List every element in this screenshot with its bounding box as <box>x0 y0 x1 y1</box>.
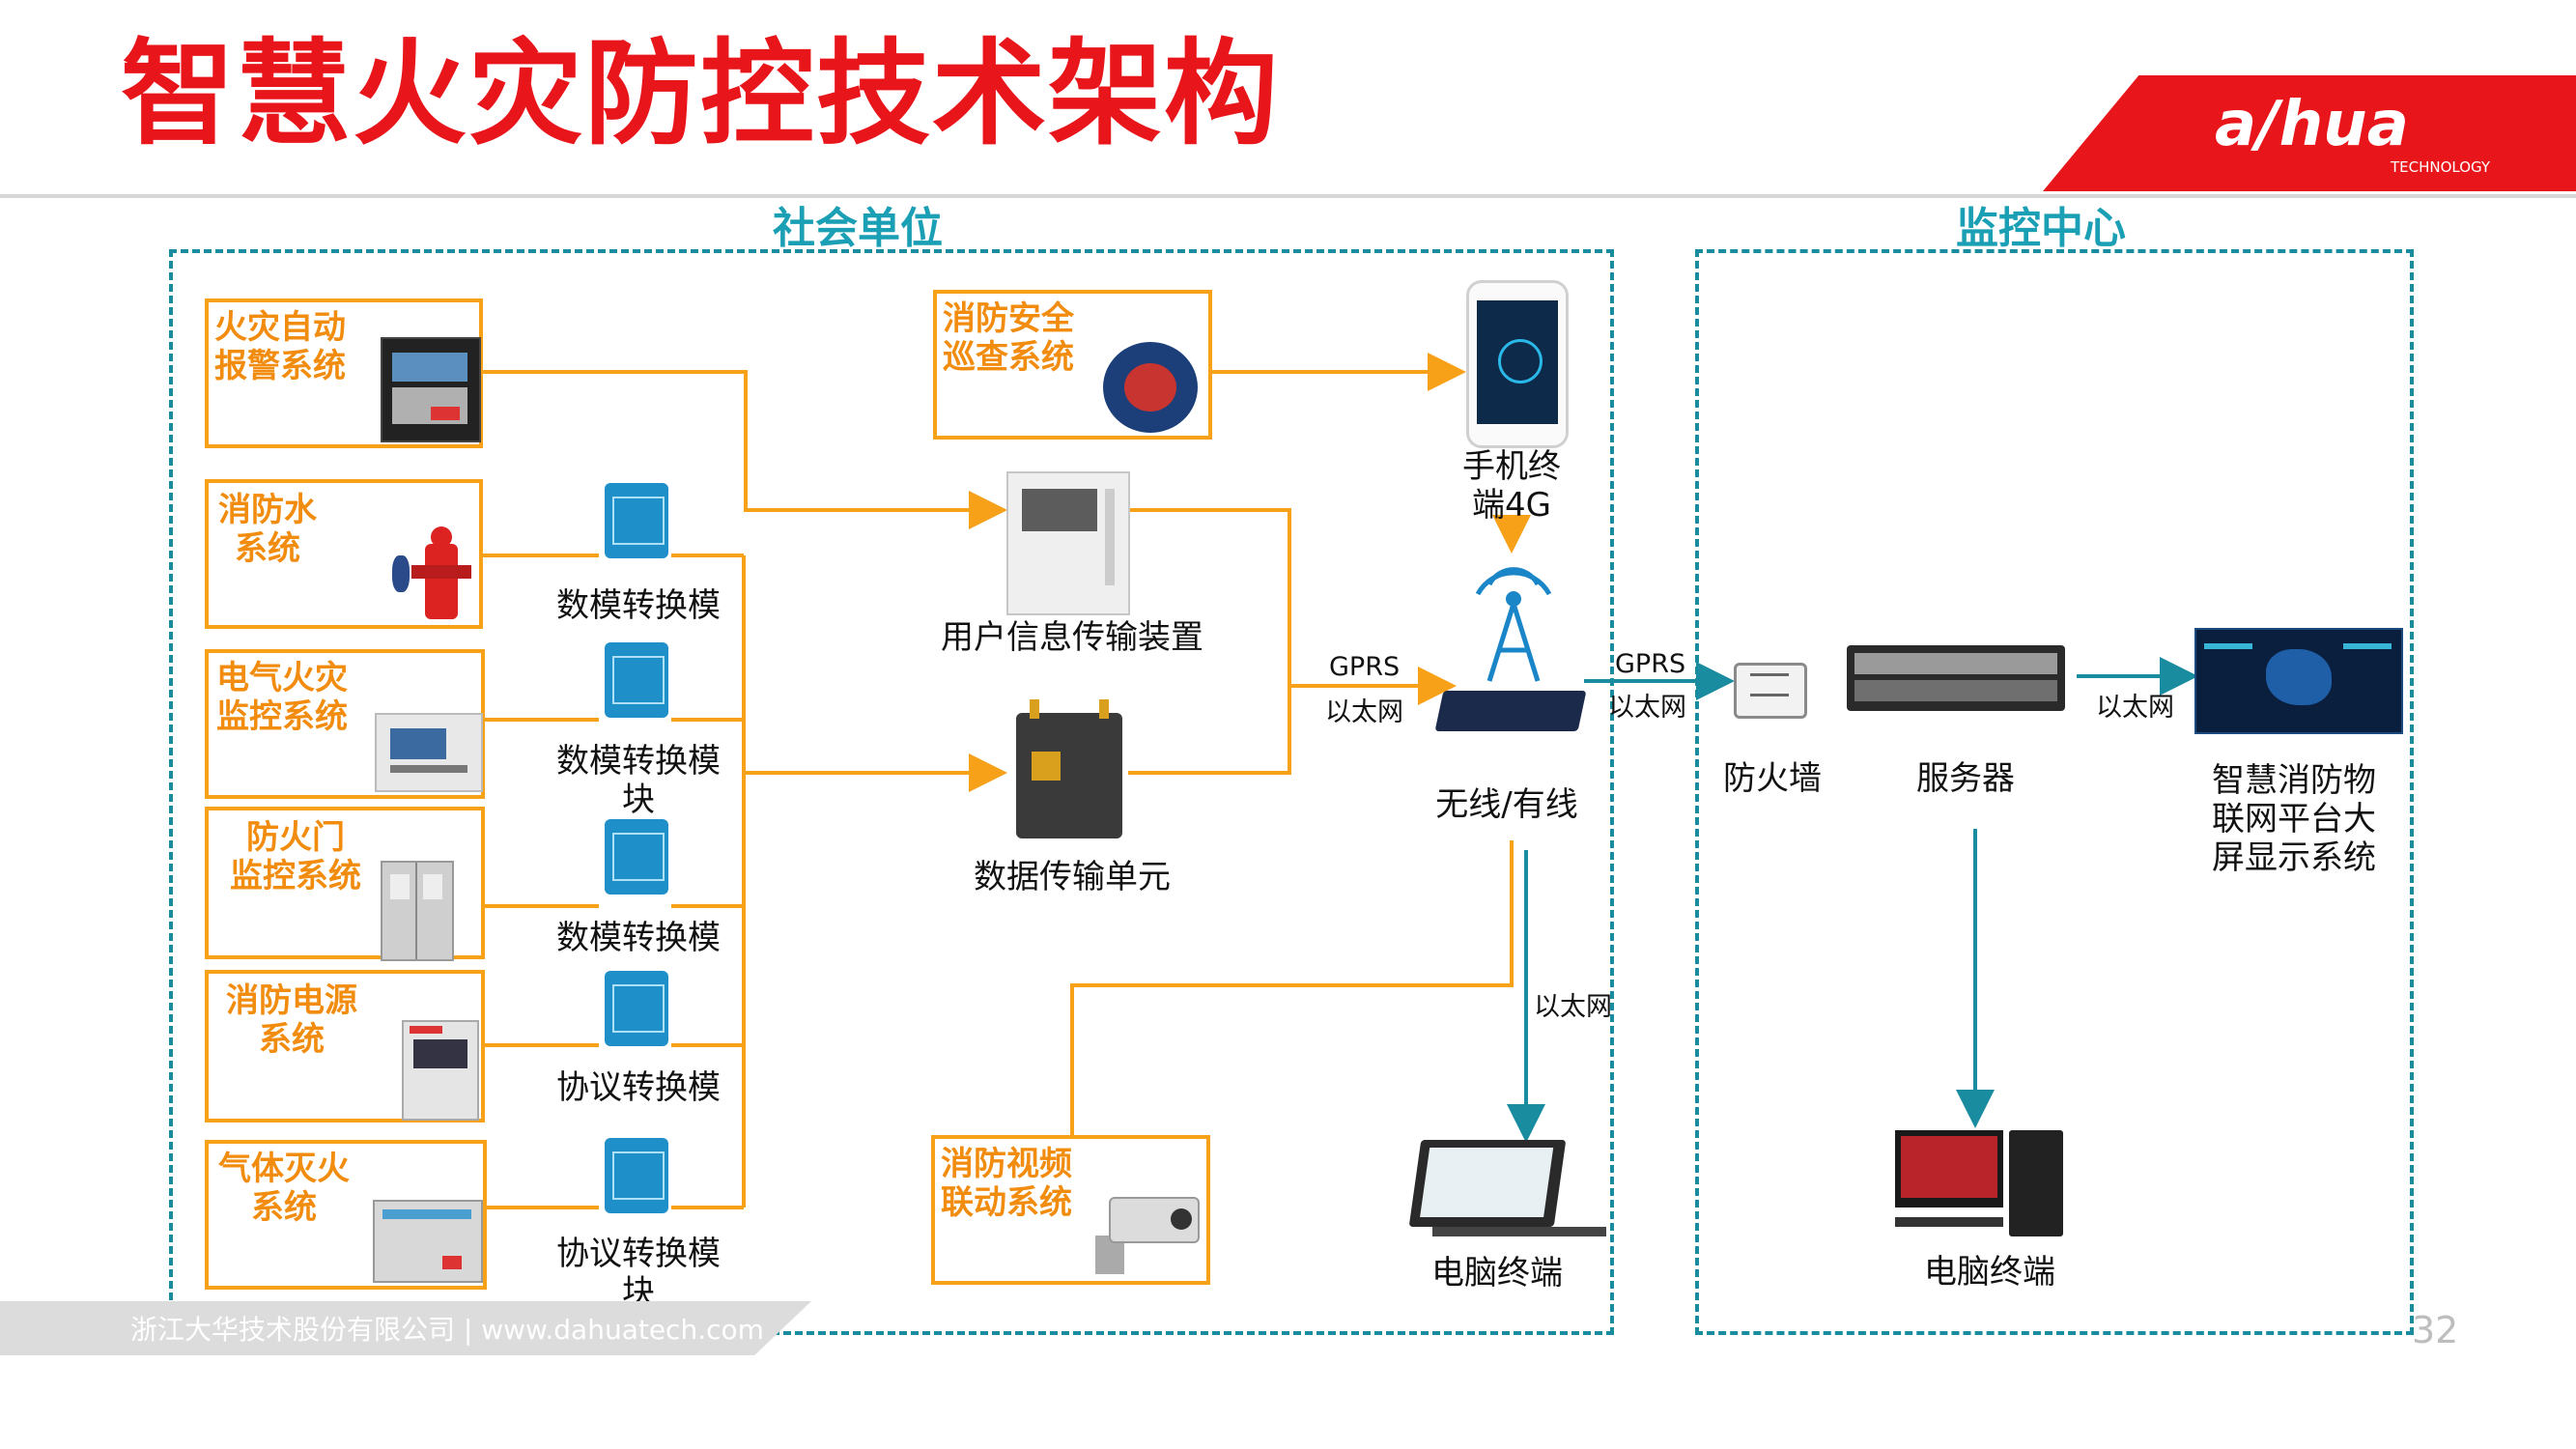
section-social-label: 社会单位 <box>773 204 943 253</box>
fire-water-label: 消防水 系统 <box>218 491 317 568</box>
mobile-terminal-label: 手机终 端4G <box>1462 447 1561 525</box>
patrol-badge-image <box>1103 342 1198 433</box>
converter-module-icon <box>605 483 668 558</box>
fire-water-system: 消防水 系统 <box>205 479 483 629</box>
data-transfer-unit-image <box>1016 699 1122 838</box>
monitor-center-region <box>1695 249 2414 1335</box>
user-info-device-label: 用户信息传输装置 <box>941 618 1203 657</box>
left-pc-terminal-label: 电脑终端 <box>1431 1254 1563 1293</box>
video-linkage-system: 消防视频 联动系统 <box>931 1135 1210 1285</box>
video-linkage-label: 消防视频 联动系统 <box>941 1145 1072 1222</box>
logo-subtext: TECHNOLOGY <box>2391 158 2491 176</box>
patrol-system: 消防安全 巡查系统 <box>933 290 1212 440</box>
firewall-image <box>1734 663 1807 719</box>
wireless-wired-label: 无线/有线 <box>1435 785 1578 824</box>
server-label: 服务器 <box>1916 759 2015 798</box>
converter-module-icon <box>605 1138 668 1213</box>
cctv-camera-image <box>1090 1197 1200 1274</box>
electrical-fire-system: 电气火灾 监控系统 <box>205 649 485 799</box>
fire-power-label: 消防电源 系统 <box>226 981 357 1059</box>
wireless-tower-icon <box>1475 567 1552 682</box>
data-transfer-unit-label: 数据传输单元 <box>974 858 1171 896</box>
logo-wordmark: a/hua <box>2215 89 2409 160</box>
gas-extinguish-system: 气体灭火 系统 <box>205 1140 487 1290</box>
electrical-fire-label: 电气火灾 监控系统 <box>216 659 348 736</box>
title-divider <box>0 194 2576 198</box>
power-cabinet-image <box>402 1020 479 1121</box>
fire-door-system: 防火门 监控系统 <box>205 807 485 961</box>
converter-module-icon <box>605 971 668 1046</box>
server-image <box>1847 645 2065 711</box>
converter-module-icon <box>605 642 668 718</box>
gas-cabinet-image <box>373 1200 483 1283</box>
big-screen-image <box>2194 628 2403 734</box>
hydrant-image <box>392 526 471 623</box>
user-info-device-image <box>1006 471 1130 615</box>
fire-alarm-system: 火灾自动 报警系统 <box>205 298 483 448</box>
electrical-monitor-image <box>375 713 483 792</box>
ethernet-label-server: 以太网 <box>2096 693 2174 723</box>
platform-label: 智慧消防物 联网平台大 屏显示系统 <box>2212 761 2376 877</box>
gas-extinguish-label: 气体灭火 系统 <box>218 1150 350 1227</box>
alarm-panel-image <box>381 337 481 442</box>
gprs-label-left: GPRS <box>1329 652 1401 682</box>
footer-bar <box>0 1301 811 1355</box>
ethernet-label-left: 以太网 <box>1325 697 1403 727</box>
fire-door-image <box>381 861 454 961</box>
converter-module-label: 数模转换模 块 <box>556 742 721 819</box>
firewall-label: 防火墙 <box>1723 759 1822 798</box>
social-unit-region <box>169 249 1614 1335</box>
fire-alarm-label: 火灾自动 报警系统 <box>214 308 346 385</box>
gprs-label-right: GPRS <box>1615 649 1686 679</box>
converter-module-icon <box>605 819 668 895</box>
right-pc-terminal-label: 电脑终端 <box>1924 1253 2055 1292</box>
desktop-pc-image <box>1895 1130 2069 1236</box>
router-image <box>1434 691 1587 731</box>
laptop-image <box>1408 1140 1608 1236</box>
section-monitor-label: 监控中心 <box>1956 204 2126 253</box>
brand-logo: a/hua TECHNOLOGY <box>2043 75 2576 191</box>
fire-power-system: 消防电源 系统 <box>205 970 485 1122</box>
page-title: 智慧火灾防控技术架构 <box>121 27 1281 160</box>
patrol-label: 消防安全 巡查系统 <box>943 299 1074 377</box>
mobile-phone-image <box>1466 280 1569 448</box>
protocol-module-label: 协议转换模 块 <box>556 1235 721 1312</box>
page-number: 32 <box>2412 1309 2459 1351</box>
ethernet-label-right: 以太网 <box>1608 693 1686 723</box>
fire-door-label: 防火门 监控系统 <box>230 818 361 895</box>
ethernet-label-vertical: 以太网 <box>1534 992 1612 1022</box>
footer-company: 浙江大华技术股份有限公司 | www.dahuatech.com <box>130 1314 764 1346</box>
